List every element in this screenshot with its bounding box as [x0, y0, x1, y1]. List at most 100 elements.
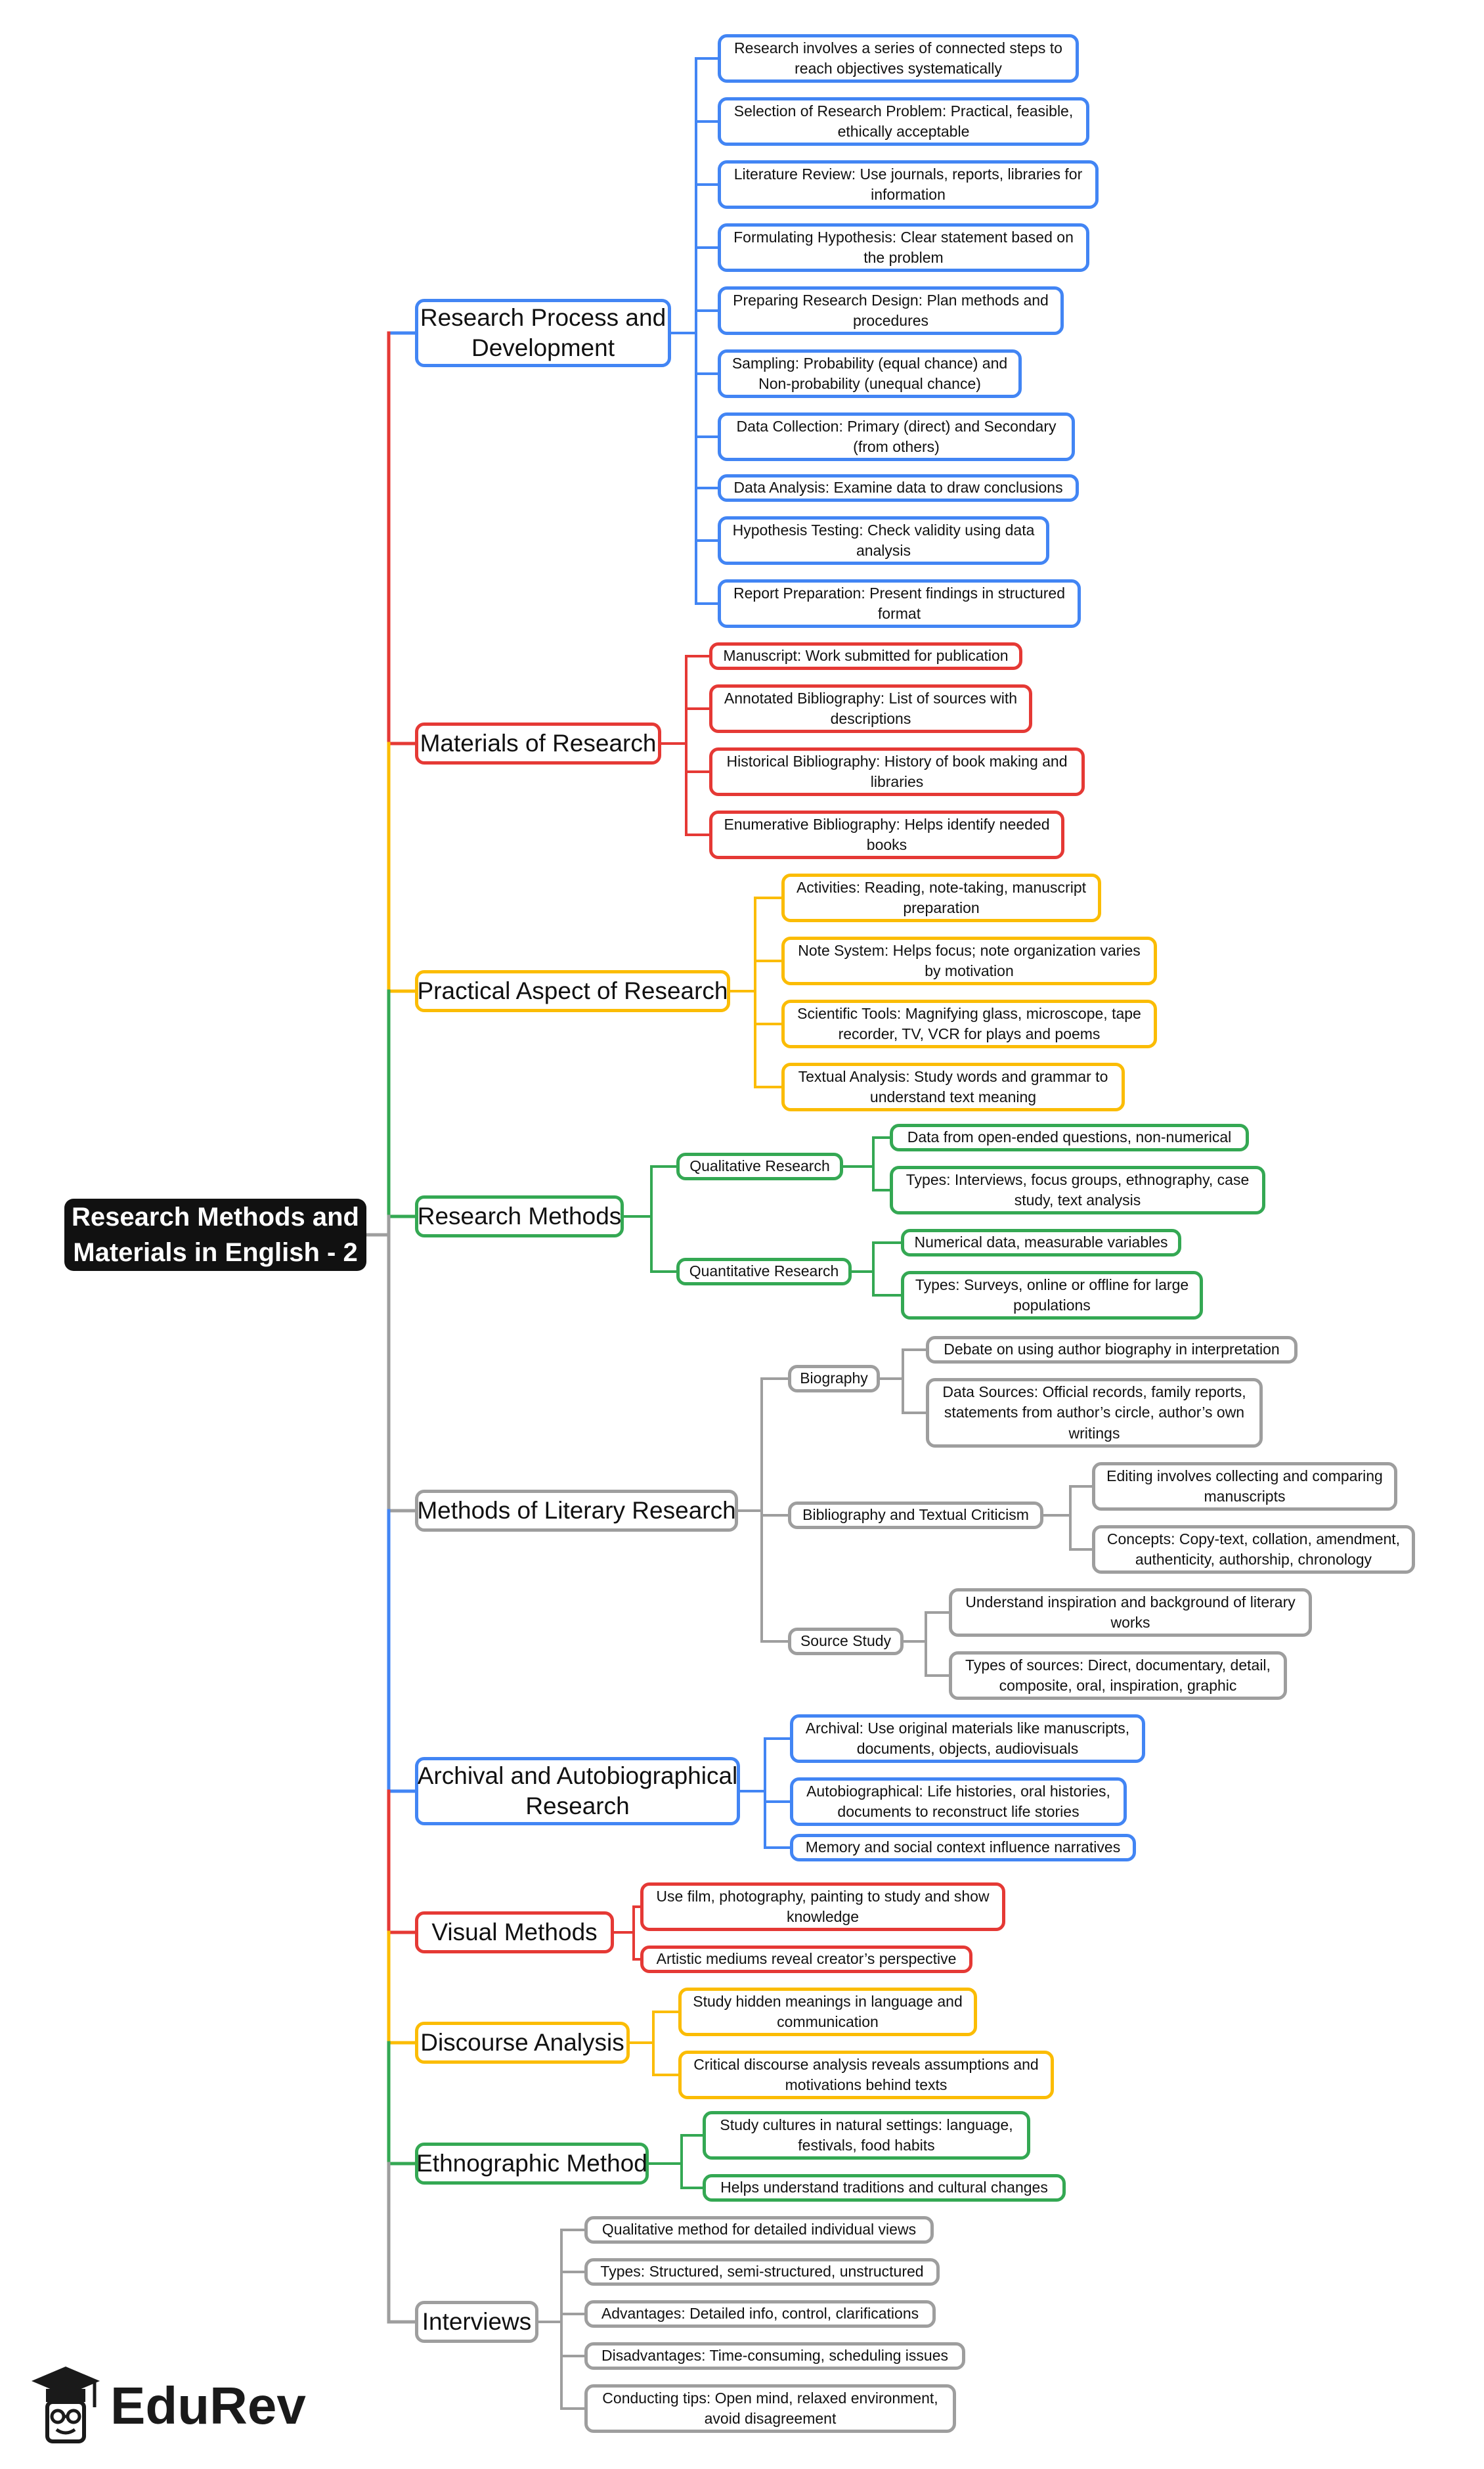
literary-sub-3-leaf-2: Types of sources: Direct, documentary, d… — [949, 1651, 1287, 1700]
branch-interviews: Interviews — [415, 2301, 538, 2343]
branch-research-process-label: Research Process and Development — [420, 303, 666, 361]
interviews-leaf-4: Disadvantages: Time-consuming, schedulin… — [584, 2342, 965, 2370]
visual-leaf-2-label: Artistic mediums reveal creator’s perspe… — [656, 1950, 957, 1968]
branch-archival: Archival and Autobiographical Research — [415, 1757, 740, 1825]
research-methods-sub-2-leaf-1: Numerical data, measurable variables — [901, 1229, 1181, 1257]
branch-visual: Visual Methods — [415, 1911, 614, 1953]
research-methods-sub-1-leaf-2-label: Types: Interviews, focus groups, ethnogr… — [906, 1170, 1250, 1209]
materials-leaf-3: Historical Bibliography: History of book… — [709, 747, 1085, 796]
research-process-leaf-8: Data Analysis: Examine data to draw conc… — [718, 474, 1079, 502]
literary-sub-2-label: Bibliography and Textual Criticism — [802, 1506, 1029, 1524]
discourse-leaf-1-label: Study hidden meanings in language and co… — [693, 1992, 963, 2030]
branch-literary: Methods of Literary Research — [415, 1490, 738, 1532]
research-process-leaf-6-label: Sampling: Probability (equal chance) and… — [731, 354, 1008, 392]
literary-sub-3-leaf-2-label: Types of sources: Direct, documentary, d… — [965, 1656, 1271, 1694]
branch-research-methods: Research Methods — [415, 1195, 624, 1237]
literary-sub-2: Bibliography and Textual Criticism — [788, 1501, 1043, 1529]
interviews-leaf-1-label: Qualitative method for detailed individu… — [601, 2221, 917, 2238]
research-process-leaf-4-label: Formulating Hypothesis: Clear statement … — [733, 228, 1074, 266]
branch-practical-label: Practical Aspect of Research — [417, 977, 728, 1004]
research-methods-sub-2-label: Quantitative Research — [689, 1262, 839, 1280]
materials-leaf-2-label: Annotated Bibliography: List of sources … — [724, 689, 1018, 727]
research-process-leaf-9-label: Hypothesis Testing: Check validity using… — [732, 521, 1035, 559]
research-process-leaf-2: Selection of Research Problem: Practical… — [718, 97, 1089, 146]
branch-materials-label: Materials of Research — [420, 729, 657, 757]
materials-leaf-2: Annotated Bibliography: List of sources … — [709, 684, 1032, 733]
materials-leaf-1-label: Manuscript: Work submitted for publicati… — [723, 647, 1009, 665]
research-process-leaf-10-label: Report Preparation: Present findings in … — [733, 584, 1065, 622]
research-process-leaf-8-label: Data Analysis: Examine data to draw conc… — [733, 479, 1063, 497]
research-process-leaf-5-label: Preparing Research Design: Plan methods … — [733, 291, 1049, 329]
research-process-leaf-5: Preparing Research Design: Plan methods … — [718, 286, 1064, 335]
branch-ethnographic: Ethnographic Method — [415, 2143, 649, 2185]
interviews-leaf-3: Advantages: Detailed info, control, clar… — [584, 2300, 936, 2328]
practical-leaf-3: Scientific Tools: Magnifying glass, micr… — [781, 1000, 1157, 1048]
literary-sub-2-leaf-1-label: Editing involves collecting and comparin… — [1106, 1467, 1383, 1505]
literary-sub-2-leaf-2-label: Concepts: Copy-text, collation, amendmen… — [1106, 1530, 1401, 1568]
research-methods-sub-1: Qualitative Research — [676, 1153, 843, 1180]
interviews-leaf-1: Qualitative method for detailed individu… — [584, 2216, 934, 2244]
visual-leaf-1: Use film, photography, painting to study… — [640, 1882, 1005, 1931]
root-title: Research Methods and Materials in Englis… — [72, 1203, 359, 1267]
materials-leaf-4: Enumerative Bibliography: Helps identify… — [709, 811, 1064, 859]
literary-sub-2-leaf-2: Concepts: Copy-text, collation, amendmen… — [1092, 1525, 1415, 1574]
practical-leaf-1: Activities: Reading, note-taking, manusc… — [781, 874, 1101, 922]
materials-leaf-4-label: Enumerative Bibliography: Helps identify… — [724, 815, 1050, 853]
literary-sub-1-leaf-2-label: Data Sources: Official records, family r… — [942, 1383, 1246, 1442]
literary-sub-1-leaf-2: Data Sources: Official records, family r… — [926, 1378, 1263, 1448]
edurev-logo: EduRev — [26, 2361, 306, 2447]
research-methods-sub-1-leaf-2: Types: Interviews, focus groups, ethnogr… — [890, 1166, 1265, 1214]
materials-leaf-1: Manuscript: Work submitted for publicati… — [709, 642, 1022, 670]
discourse-leaf-2-label: Critical discourse analysis reveals assu… — [693, 2055, 1039, 2093]
ethnographic-leaf-1-label: Study cultures in natural settings: lang… — [720, 2116, 1013, 2154]
branch-discourse-label: Discourse Analysis — [420, 2028, 624, 2056]
research-methods-sub-1-leaf-1-label: Data from open-ended questions, non-nume… — [907, 1128, 1232, 1146]
branch-visual-label: Visual Methods — [431, 1918, 598, 1946]
literary-sub-2-leaf-1: Editing involves collecting and comparin… — [1092, 1462, 1397, 1511]
branch-practical: Practical Aspect of Research — [415, 970, 730, 1012]
research-methods-sub-2-leaf-2: Types: Surveys, online or offline for la… — [901, 1271, 1203, 1320]
research-process-leaf-7-label: Data Collection: Primary (direct) and Se… — [736, 417, 1057, 455]
research-process-leaf-9: Hypothesis Testing: Check validity using… — [718, 516, 1049, 565]
literary-sub-3: Source Study — [788, 1628, 904, 1655]
archival-leaf-1: Archival: Use original materials like ma… — [790, 1714, 1145, 1763]
archival-leaf-2: Autobiographical: Life histories, oral h… — [790, 1777, 1127, 1826]
research-process-leaf-1: Research involves a series of connected … — [718, 34, 1079, 83]
visual-leaf-2: Artistic mediums reveal creator’s perspe… — [640, 1946, 972, 1973]
archival-leaf-3: Memory and social context influence narr… — [790, 1834, 1136, 1861]
research-methods-sub-1-label: Qualitative Research — [689, 1157, 830, 1175]
research-process-leaf-1-label: Research involves a series of connected … — [734, 39, 1062, 77]
archival-leaf-2-label: Autobiographical: Life histories, oral h… — [806, 1782, 1110, 1820]
interviews-leaf-2-label: Types: Structured, semi-structured, unst… — [600, 2263, 924, 2280]
visual-leaf-1-label: Use film, photography, painting to study… — [656, 1887, 990, 1925]
practical-leaf-1-label: Activities: Reading, note-taking, manusc… — [796, 878, 1087, 916]
literary-sub-1-label: Biography — [800, 1369, 868, 1387]
branch-ethnographic-label: Ethnographic Method — [416, 2149, 647, 2177]
branch-archival-label: Archival and Autobiographical Research — [417, 1762, 738, 1819]
branch-literary-label: Methods of Literary Research — [417, 1496, 736, 1524]
interviews-leaf-2: Types: Structured, semi-structured, unst… — [584, 2258, 940, 2286]
interviews-leaf-5: Conducting tips: Open mind, relaxed envi… — [584, 2384, 956, 2433]
research-methods-sub-2: Quantitative Research — [676, 1258, 852, 1285]
research-process-leaf-4: Formulating Hypothesis: Clear statement … — [718, 223, 1089, 272]
literary-sub-3-label: Source Study — [800, 1632, 892, 1650]
literary-sub-3-leaf-1-label: Understand inspiration and background of… — [965, 1593, 1296, 1631]
research-process-leaf-2-label: Selection of Research Problem: Practical… — [733, 102, 1074, 140]
literary-sub-1: Biography — [788, 1365, 880, 1392]
practical-leaf-4: Textual Analysis: Study words and gramma… — [781, 1063, 1125, 1111]
research-process-leaf-10: Report Preparation: Present findings in … — [718, 579, 1081, 628]
research-process-leaf-3: Literature Review: Use journals, reports… — [718, 160, 1099, 209]
discourse-leaf-2: Critical discourse analysis reveals assu… — [678, 2051, 1054, 2099]
ethnographic-leaf-2: Helps understand traditions and cultural… — [703, 2174, 1066, 2202]
archival-leaf-3-label: Memory and social context influence narr… — [805, 1838, 1121, 1856]
literary-sub-1-leaf-1-label: Debate on using author biography in inte… — [944, 1341, 1280, 1358]
branch-materials: Materials of Research — [415, 723, 661, 765]
research-process-leaf-7: Data Collection: Primary (direct) and Se… — [718, 412, 1075, 461]
branch-interviews-label: Interviews — [422, 2307, 532, 2335]
ethnographic-leaf-2-label: Helps understand traditions and cultural… — [720, 2179, 1048, 2196]
research-process-leaf-6: Sampling: Probability (equal chance) and… — [718, 349, 1022, 398]
practical-leaf-3-label: Scientific Tools: Magnifying glass, micr… — [797, 1004, 1141, 1042]
literary-sub-3-leaf-1: Understand inspiration and background of… — [949, 1588, 1312, 1637]
